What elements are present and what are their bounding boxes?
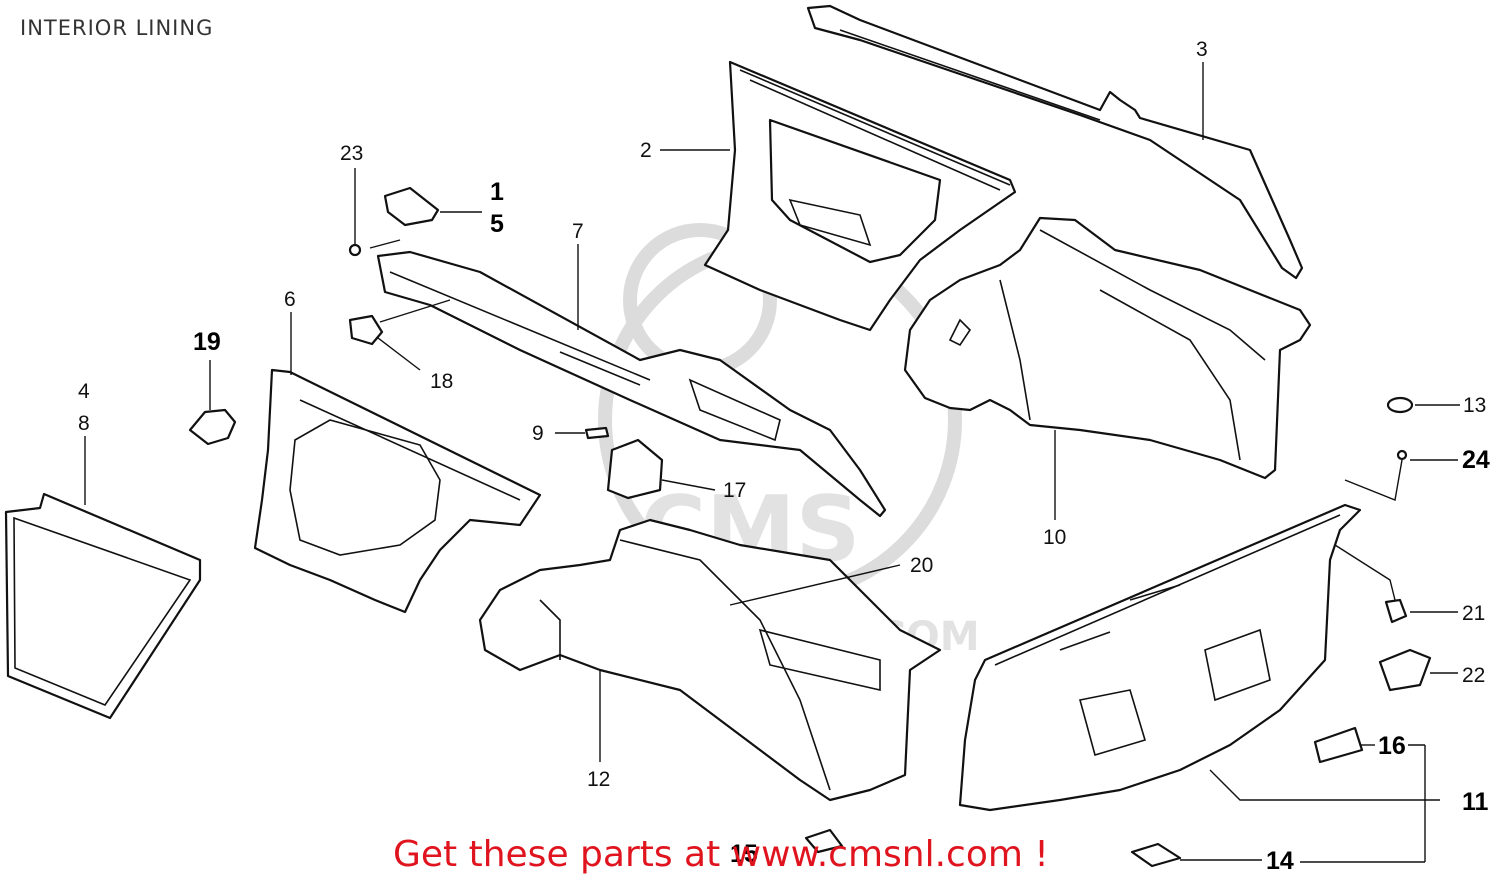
part-11-rear-panel-lining xyxy=(958,503,1362,812)
diagram-title: INTERIOR LINING xyxy=(20,16,214,40)
callout-7: 7 xyxy=(572,220,584,243)
callout-labels: 1 5 2 3 4 8 6 7 9 10 11 12 13 14 15 16 1… xyxy=(78,38,1490,875)
part-22-hook xyxy=(1378,648,1432,692)
part-17-bracket xyxy=(606,438,664,500)
part-9-clip xyxy=(584,426,610,440)
footer-promo-link[interactable]: Get these parts at www.cmsnl.com ! xyxy=(393,834,1049,875)
callout-10: 10 xyxy=(1043,526,1066,549)
callout-9: 9 xyxy=(532,422,544,445)
part-2-quarter-lining xyxy=(703,60,1017,332)
callout-12: 12 xyxy=(587,768,610,791)
part-24-screw xyxy=(1396,449,1408,461)
part-18-clip xyxy=(348,314,384,346)
part-21-clip xyxy=(1384,598,1408,624)
callout-20: 20 xyxy=(910,554,933,577)
callout-21: 21 xyxy=(1462,602,1485,625)
callout-11: 11 xyxy=(1462,788,1489,816)
callout-16: 16 xyxy=(1378,732,1406,760)
callout-23: 23 xyxy=(340,142,363,165)
callout-3: 3 xyxy=(1196,38,1208,61)
callout-14: 14 xyxy=(1266,847,1294,875)
callout-2: 2 xyxy=(640,139,652,162)
callout-22: 22 xyxy=(1462,664,1485,687)
part-1-5-handle xyxy=(383,186,440,227)
callout-17: 17 xyxy=(723,479,746,502)
part-15-cover xyxy=(804,828,844,854)
part-10-rear-side-trim xyxy=(903,216,1312,480)
part-16-tab xyxy=(1313,726,1364,764)
callout-5: 5 xyxy=(490,210,504,238)
callout-19: 19 xyxy=(193,328,221,356)
callout-4: 4 xyxy=(78,380,90,403)
part-12-wheelhouse-trim xyxy=(478,518,942,802)
callout-13: 13 xyxy=(1463,394,1486,417)
part-23-screw xyxy=(348,243,362,257)
callout-15: 15 xyxy=(730,840,758,868)
callout-24: 24 xyxy=(1462,446,1490,474)
callout-8: 8 xyxy=(78,412,90,435)
part-7-sill-trim xyxy=(376,250,887,518)
part-4-8-floor-mat xyxy=(4,492,202,720)
callout-1: 1 xyxy=(490,178,504,206)
part-3-upper-trim-rail xyxy=(806,4,1304,280)
part-13-cap xyxy=(1386,396,1414,414)
part-19-fastener xyxy=(188,408,237,446)
part-6-side-lining-panel xyxy=(253,368,542,614)
callout-18: 18 xyxy=(430,370,453,393)
callout-6: 6 xyxy=(284,288,296,311)
part-14-cover xyxy=(1130,842,1182,868)
leader-lines xyxy=(84,62,1460,863)
